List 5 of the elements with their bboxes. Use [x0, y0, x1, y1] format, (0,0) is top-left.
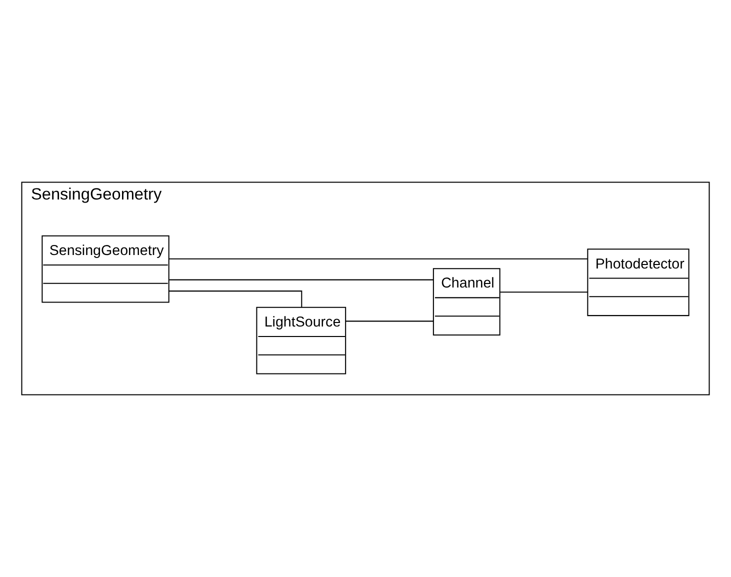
connector [168, 290, 302, 308]
connector [500, 292, 588, 293]
connector [346, 320, 434, 322]
connector [169, 279, 434, 280]
connector [168, 258, 588, 260]
